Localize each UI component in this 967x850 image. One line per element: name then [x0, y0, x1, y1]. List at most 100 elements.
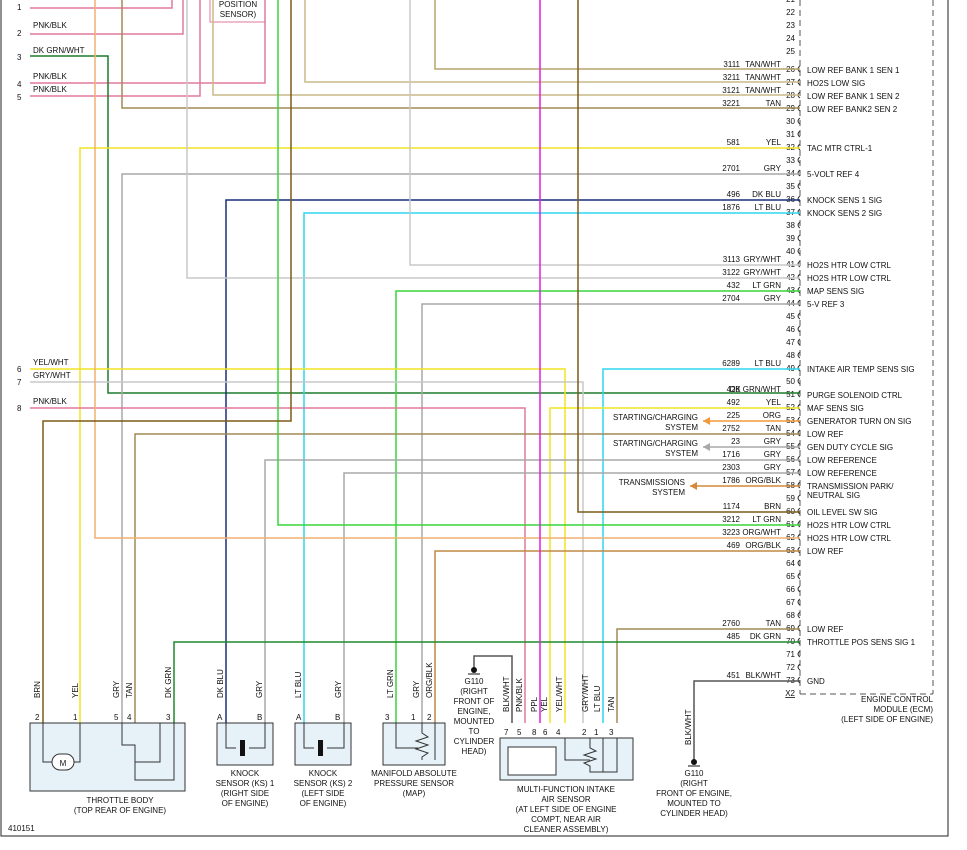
wires — [30, 0, 800, 760]
ecm-pin-terminal — [797, 377, 801, 385]
arrow-53 — [703, 417, 710, 425]
ecm-wire-color: TAN — [766, 99, 782, 108]
wire-3221 — [121, 0, 800, 109]
ks1-element — [225, 723, 236, 749]
ecm-circuit-number: 2760 — [722, 619, 740, 628]
map-pin-1: 3 — [385, 713, 390, 722]
tb-pin-2: 1 — [73, 713, 78, 722]
g110a-line-4: MOUNTED — [454, 717, 495, 726]
ecm-pin-number: 38 — [786, 221, 795, 230]
ecm-signal-name: PURGE SOLENOID CTRL — [807, 391, 903, 400]
ecm-pin-number: 35 — [786, 182, 795, 191]
system-arrows — [690, 417, 710, 490]
ecm-signal-name: MAF SENS SIG — [807, 404, 864, 413]
ecm-circuit-number: 428 — [727, 385, 741, 394]
ecm-pin-row-x2: X2 — [785, 689, 795, 698]
ecm-signal-name: HO2S HTR LOW CTRL — [807, 274, 892, 283]
maf-wire-2: PNK/BLK — [515, 678, 524, 712]
ecm-circuit-number: 3221 — [722, 99, 740, 108]
map-name: MANIFOLD ABSOLUTE — [371, 769, 457, 778]
wire-492 — [549, 407, 800, 723]
wire-581 — [79, 147, 800, 723]
map-name2: PRESSURE SENSOR — [374, 779, 454, 788]
ecm-circuit-number: 496 — [727, 190, 741, 199]
ecm-pin-terminal — [797, 195, 801, 203]
ecm-title-2: MODULE (ECM) — [873, 705, 933, 714]
ecm-pin-terminal — [797, 299, 801, 307]
ecm-circuit-number: 225 — [727, 411, 741, 420]
ecm-pin-row-33: 33 — [786, 156, 801, 165]
ecm-signal-name: TAC MTR CTRL-1 — [807, 144, 873, 153]
ecm-circuit-number: 1876 — [722, 203, 740, 212]
g110b-line-4: CYLINDER HEAD) — [660, 809, 728, 818]
arrow-58 — [690, 482, 697, 490]
ecm-pin-terminal — [797, 143, 801, 151]
ks2-name2: SENSOR (KS) 2 — [294, 779, 353, 788]
ecm-circuit-number: 2701 — [722, 164, 740, 173]
ecm-wire-color: ORG/BLK — [745, 476, 781, 485]
ks1-sub2: OF ENGINE) — [222, 799, 269, 808]
ecm-pin-number: 33 — [786, 156, 795, 165]
g110-ground-b: BLK/WHT G110 (RIGHT FRONT OF ENGINE, MOU… — [656, 709, 732, 818]
ecm-pin-terminal — [797, 468, 801, 476]
maf-wire-3: PPL — [530, 696, 539, 712]
maf-wire-4: YEL — [540, 696, 549, 712]
ecm-wire-color: GRY — [764, 437, 782, 446]
ecm-signal-name: GENERATOR TURN ON SIG — [807, 417, 911, 426]
ecm-pin-row-59: 59 — [786, 494, 801, 503]
maf-sensor: MULTI-FUNCTION INTAKE AIR SENSOR (AT LEF… — [499, 674, 634, 834]
throttle-body-sub: (TOP REAR OF ENGINE) — [74, 806, 166, 815]
ecm-pin-number: 46 — [786, 325, 795, 334]
left-pin-4-label: PNK/BLK — [33, 72, 67, 81]
maf-name: MULTI-FUNCTION INTAKE — [517, 785, 615, 794]
ecm-wire-color: GRY — [764, 450, 782, 459]
left-pin-2-label: PNK/BLK — [33, 21, 67, 30]
ecm-pin-number: 40 — [786, 247, 795, 256]
tb-wire-1: BRN — [33, 681, 42, 698]
ecm-pin-row-46: 46 — [786, 325, 801, 334]
ks1-crystal — [240, 740, 245, 756]
ecm-signal-name: LOW REFERENCE — [807, 456, 877, 465]
wire-485 — [173, 641, 800, 723]
tb-wire-4: TAN — [125, 682, 134, 698]
ks2-name: KNOCK — [309, 769, 338, 778]
ks2-pin-b: B — [335, 713, 340, 722]
wire-469 — [434, 550, 800, 723]
ecm-wire-color: LT BLU — [755, 359, 782, 368]
ecm-wire-color: DK GRN/WHT — [729, 385, 781, 394]
ecm-pin-number: 39 — [786, 234, 795, 243]
wire-brn-throttle — [42, 0, 292, 723]
throttle-motor-label: M — [60, 759, 67, 768]
ecm-wire-color: ORG — [763, 411, 781, 420]
tb-pin-3: 5 — [114, 713, 119, 722]
ecm-pin-terminal — [797, 390, 801, 398]
map-element — [395, 723, 418, 749]
maf-element — [564, 738, 590, 761]
ks1-sub: (RIGHT SIDE — [221, 789, 269, 798]
g110b-wire: BLK/WHT — [684, 709, 693, 745]
wire-pnk-top-1 — [30, 0, 173, 9]
ecm-pin-number: 67 — [786, 598, 795, 607]
ecm-pin-number: 68 — [786, 611, 795, 620]
ecm-pin-number: 31 — [786, 130, 795, 139]
ecm-circuit-number: 469 — [727, 541, 741, 550]
ecm-pin-terminal — [797, 169, 801, 177]
ecm-pin-terminal — [797, 507, 801, 515]
ecm-pin-row-50: 50 — [786, 377, 801, 386]
g110b-line-1: (RIGHT — [680, 779, 708, 788]
ecm-circuit-number: 23 — [731, 437, 740, 446]
ecm-pin-number: X2 — [785, 689, 795, 698]
ecm-circuit-number: 3121 — [722, 86, 740, 95]
ecm-pin-row-66: 66 — [786, 585, 801, 594]
left-connector: POSITION SENSOR) 1 2 PNK/BLK 3 DK GRN/WH… — [17, 0, 257, 413]
ecm-pin-terminal — [797, 546, 801, 554]
ecm-pin-number: 65 — [786, 572, 795, 581]
ecm-pin-terminal — [797, 624, 801, 632]
ecm-signal-name: GND — [807, 677, 825, 686]
ecm-wire-color: YEL — [766, 138, 782, 147]
